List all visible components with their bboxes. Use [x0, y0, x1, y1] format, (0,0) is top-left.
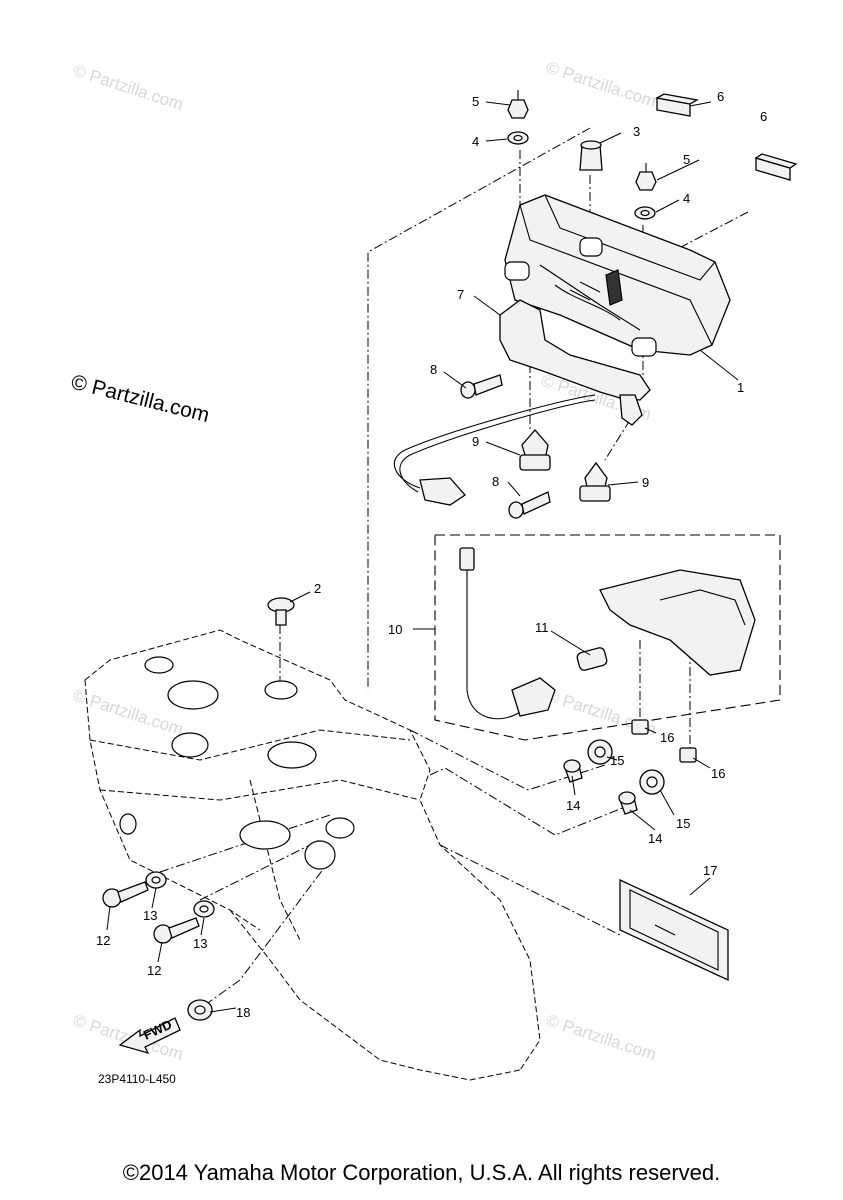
- tail-light-assembly: [504, 194, 731, 357]
- watermark-text: © Partzilla.com: [544, 1011, 659, 1064]
- leader-lines: [106, 101, 739, 1013]
- callout-8b: 8: [492, 474, 499, 489]
- callout-14a: 14: [566, 798, 580, 813]
- callout-5a: 5: [472, 94, 479, 109]
- callout-16a: 16: [660, 730, 674, 745]
- part-14-15-16: [563, 719, 697, 815]
- callout-9a: 9: [472, 434, 479, 449]
- callout-11: 11: [535, 620, 549, 635]
- callout-15b: 15: [676, 816, 690, 831]
- callout-numbers: 1 2 3 4 4 5 5 6 6 7 8 8 9 9 10 11 12 12 …: [96, 89, 767, 1020]
- guide-lines: [159, 127, 749, 1006]
- part-2-screw: [267, 597, 295, 626]
- callout-6a: 6: [717, 89, 724, 104]
- license-light-box: [434, 534, 781, 741]
- callout-7: 7: [457, 287, 464, 302]
- part-3-grommet: [579, 140, 603, 171]
- callout-3: 3: [633, 124, 640, 139]
- callout-14b: 14: [648, 831, 662, 846]
- part-12-13-18: [102, 871, 215, 1021]
- callout-15a: 15: [610, 753, 624, 768]
- callout-8a: 8: [430, 362, 437, 377]
- part-9-clips: [519, 429, 611, 502]
- part-17-reflector: [619, 878, 729, 982]
- bracket-and-harness: [393, 299, 651, 506]
- callout-5b: 5: [683, 152, 690, 167]
- part-5-nuts: [507, 90, 657, 191]
- part-8-screws: [460, 374, 551, 519]
- callout-2: 2: [314, 581, 321, 596]
- callout-12b: 12: [147, 963, 161, 978]
- callout-1: 1: [737, 380, 744, 395]
- callout-4b: 4: [683, 191, 690, 206]
- callout-13a: 13: [143, 908, 157, 923]
- callout-16b: 16: [711, 766, 725, 781]
- watermark-main: © Partzilla.com: [69, 371, 212, 428]
- rear-fender-outline: [84, 629, 541, 1081]
- watermark-text: © Partzilla.com: [71, 61, 186, 114]
- watermark-text: © Partzilla.com: [544, 58, 659, 111]
- callout-6b: 6: [760, 109, 767, 124]
- callout-4a: 4: [472, 134, 479, 149]
- copyright-notice: ©2014 Yamaha Motor Corporation, U.S.A. A…: [122, 1160, 721, 1185]
- diagram-code: 23P4110-L450: [98, 1072, 176, 1086]
- callout-18: 18: [236, 1005, 250, 1020]
- callout-17: 17: [703, 863, 717, 878]
- callout-12a: 12: [96, 933, 110, 948]
- part-6-pads: [655, 93, 798, 181]
- part-4-washers: [507, 131, 656, 220]
- callout-13b: 13: [193, 936, 207, 951]
- callout-10: 10: [388, 622, 402, 637]
- callout-9b: 9: [642, 475, 649, 490]
